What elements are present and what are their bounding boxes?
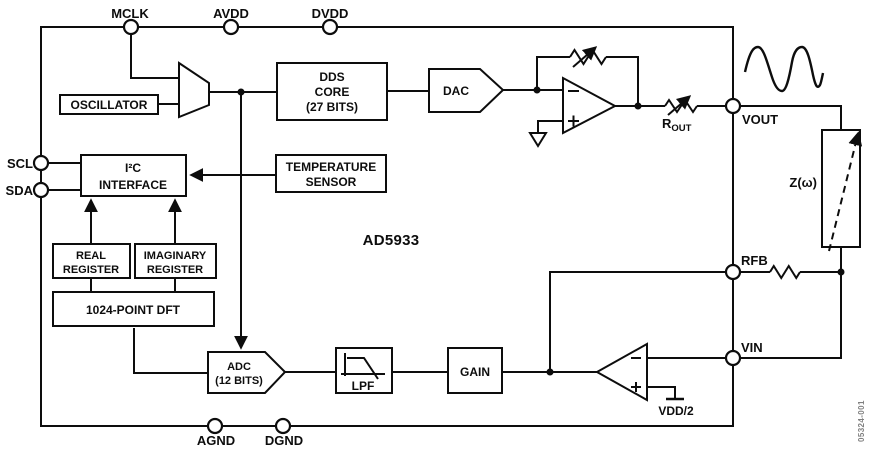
- temperature-sensor-label-line2: SENSOR: [306, 175, 357, 189]
- impedance-variable-arrow-icon: [828, 131, 863, 252]
- agnd-pin-label: AGND: [197, 433, 235, 448]
- sda-pin-label: SDA: [6, 183, 34, 198]
- mclk-pin-icon: [122, 18, 140, 36]
- dds-core-block: DDS CORE (27 BITS): [276, 62, 388, 121]
- gain-label: GAIN: [460, 365, 490, 379]
- adc-label-line1: ADC: [227, 361, 251, 373]
- i2c-box: [80, 154, 187, 197]
- oscillator-label: OSCILLATOR: [71, 98, 148, 112]
- dvdd-pin-label: DVDD: [312, 6, 349, 21]
- avdd-pin-label: AVDD: [213, 6, 249, 21]
- part-number-label: AD5933: [363, 232, 420, 249]
- noninverting-input-wire: [537, 120, 563, 133]
- variable-arrow-icon: [667, 95, 692, 116]
- dgnd-pin-icon: [274, 417, 292, 435]
- dft-block: 1024-POINT DFT: [52, 291, 215, 327]
- dds-core-label-line2: CORE: [315, 85, 350, 99]
- lpf-label: LPF: [352, 379, 375, 393]
- left-pins: SCL SDA: [6, 154, 81, 199]
- lowpass-curve-icon: [341, 353, 385, 380]
- dds-core-label-line3: (27 BITS): [306, 100, 358, 114]
- dvdd-pin-icon: [321, 18, 339, 36]
- clock-mux-icon: [178, 61, 210, 119]
- vin-pin-icon: [724, 349, 742, 367]
- oscillator-box: [59, 94, 159, 115]
- adc-shape: [207, 351, 287, 394]
- rout-label: ROUT: [662, 116, 692, 134]
- i2c-label-line2: INTERFACE: [99, 178, 167, 192]
- receive-amplifier: VDD/2: [503, 271, 726, 418]
- bottom-pins: AGND DGND: [197, 417, 303, 448]
- register-wires: [84, 198, 182, 292]
- plus-sign-icon: [631, 382, 641, 392]
- real-register-label-line1: REAL: [76, 250, 106, 262]
- mclk-pin-label: MCLK: [111, 6, 149, 21]
- vdd2-label: VDD/2: [658, 404, 694, 418]
- vout-external-wire: [741, 105, 842, 130]
- dft-box: [52, 291, 215, 327]
- plus-sign-icon: [568, 115, 579, 127]
- feedback-wire-left: [536, 56, 570, 90]
- real-register-label-line2: REGISTER: [63, 264, 119, 276]
- dac-block: DAC: [428, 68, 505, 113]
- vout-pin-label: VOUT: [742, 112, 778, 127]
- i2c-interface-block: I²C INTERFACE: [80, 154, 187, 197]
- i2c-label-line1: I²C: [125, 161, 141, 175]
- dft-label: 1024-POINT DFT: [86, 303, 181, 317]
- dds-core-label-line1: DDS: [319, 70, 344, 84]
- scl-pin-label: SCL: [7, 156, 33, 171]
- gain-box: [447, 347, 503, 394]
- dgnd-pin-label: DGND: [265, 433, 303, 448]
- impedance-label: Z(ω): [789, 175, 817, 190]
- agnd-pin-icon: [206, 417, 224, 435]
- clock-path: [130, 34, 286, 350]
- oscillator-block: OSCILLATOR: [59, 94, 159, 115]
- rfb-resistor-icon: [769, 264, 801, 280]
- mclk-wire: [130, 34, 179, 79]
- temperature-sensor-label-line1: TEMPERATURE: [286, 160, 376, 174]
- avdd-pin-icon: [222, 18, 240, 36]
- temperature-sensor-block: TEMPERATURE SENSOR: [275, 154, 387, 193]
- vin-external-wire: [741, 272, 842, 359]
- variable-arrow-icon: [572, 46, 598, 68]
- lpf-block: LPF: [335, 347, 393, 394]
- transmit-amplifier: ROUT: [503, 46, 726, 148]
- rfb-pin-icon: [724, 263, 742, 281]
- vout-pin-icon: [724, 97, 742, 115]
- external-network: Z(ω): [741, 45, 863, 359]
- figure-watermark: 05324-001: [857, 400, 866, 442]
- dds-core-box: [276, 62, 388, 121]
- top-pins: MCLK AVDD DVDD: [111, 6, 349, 36]
- sda-pin-icon: [32, 181, 50, 199]
- gain-block: GAIN: [447, 347, 503, 394]
- adc-label-line2: (12 BITS): [215, 375, 263, 387]
- noninverting-input-wire: [647, 386, 676, 398]
- adc-to-dft-wire: [133, 328, 208, 374]
- adc-block: ADC (12 BITS): [207, 351, 287, 394]
- real-register-block: REAL REGISTER: [52, 243, 131, 279]
- sine-wave-icon: [743, 45, 825, 93]
- temperature-sensor-box: [275, 154, 387, 193]
- ground-symbol-icon: [528, 132, 548, 148]
- rfb-pin-label: RFB: [741, 253, 768, 268]
- imaginary-register-block: IMAGINARY REGISTER: [134, 243, 217, 279]
- dac-shape: [428, 68, 505, 113]
- dac-label: DAC: [443, 84, 469, 98]
- scl-pin-icon: [32, 154, 50, 172]
- feedback-wire-right: [606, 56, 639, 106]
- rfb-internal-wire: [549, 271, 726, 372]
- vin-pin-label: VIN: [741, 340, 763, 355]
- imaginary-register-label-line2: REGISTER: [147, 264, 203, 276]
- imaginary-register-label-line1: IMAGINARY: [144, 250, 207, 262]
- impedance-box: [821, 129, 861, 248]
